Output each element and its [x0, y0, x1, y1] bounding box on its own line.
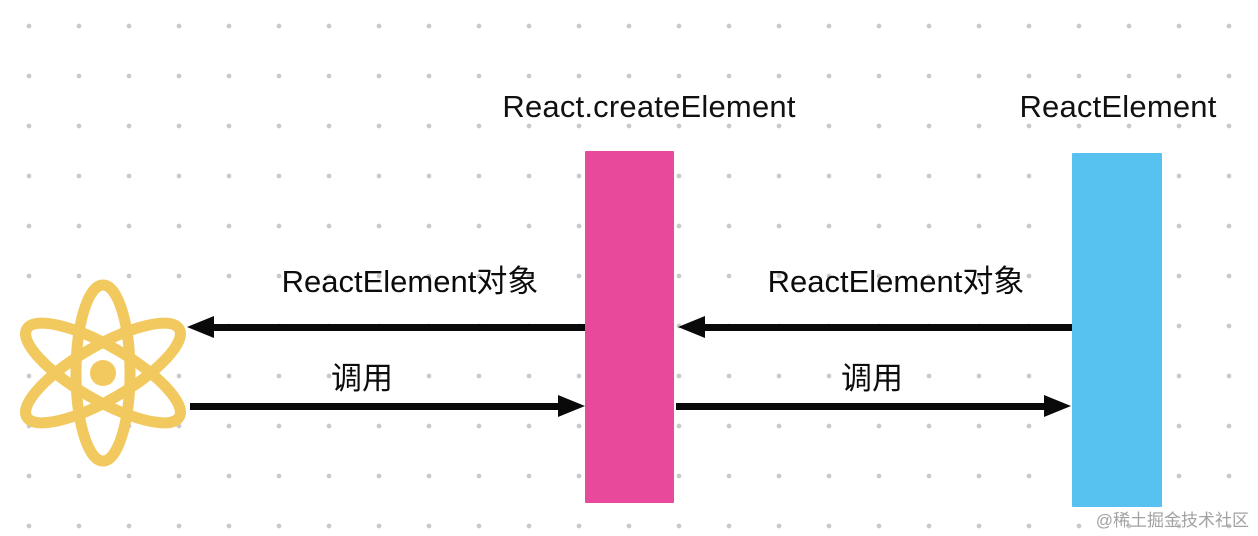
react-element-bar [1072, 153, 1162, 507]
react-element-title: ReactElement [1019, 89, 1217, 124]
right-return-arrow [678, 316, 1072, 338]
left-return-label: ReactElement对象 [281, 264, 539, 299]
arrow-head-right-icon [1044, 395, 1071, 417]
arrow-shaft [190, 402, 558, 410]
create-element-bar [585, 151, 674, 503]
watermark: @稀土掘金技术社区 [1095, 511, 1249, 530]
left-return-arrow [187, 316, 585, 338]
react-atom-icon [8, 278, 198, 468]
arrow-head-right-icon [558, 395, 585, 417]
arrow-shaft [676, 402, 1044, 410]
right-call-arrow [676, 395, 1071, 417]
arrow-head-left-icon [187, 316, 214, 338]
arrow-shaft [214, 323, 585, 331]
create-element-title: React.createElement [502, 89, 796, 124]
right-call-label: 调用 [841, 361, 903, 396]
arrow-shaft [705, 323, 1072, 331]
left-call-label: 调用 [331, 361, 393, 396]
left-call-arrow [190, 395, 585, 417]
arrow-head-left-icon [678, 316, 705, 338]
right-return-label: ReactElement对象 [767, 264, 1025, 299]
